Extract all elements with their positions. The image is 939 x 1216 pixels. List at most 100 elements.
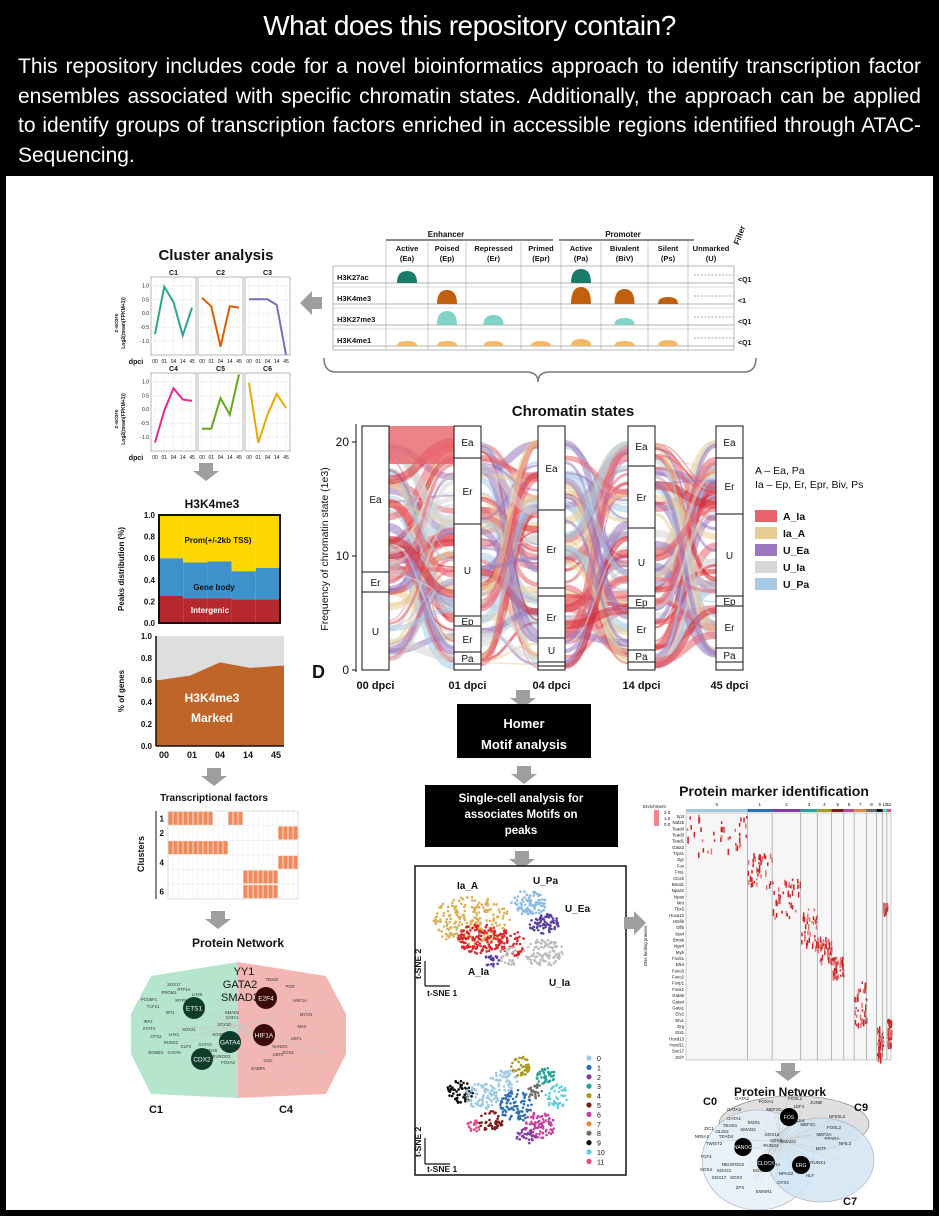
tsne-point xyxy=(552,919,555,922)
gene-label: Sox17 xyxy=(672,1049,685,1054)
signal-peak xyxy=(397,271,417,283)
threshold-label: <Q1 xyxy=(738,319,752,326)
tsne-point xyxy=(524,1063,528,1067)
heat-cell xyxy=(888,1022,890,1027)
heat-cell xyxy=(859,1014,862,1021)
tsne-point xyxy=(554,959,558,963)
column-label: 9 xyxy=(878,802,881,807)
y-axis-label: t-SNE 2 xyxy=(413,1127,423,1158)
legend-label: U_Pa xyxy=(783,579,809,591)
heat-cell xyxy=(878,1039,881,1043)
network-node: NEUROG2 xyxy=(722,1162,745,1167)
tsne-point xyxy=(527,1063,530,1066)
tsne-point xyxy=(489,939,493,942)
heat-cell xyxy=(888,1031,890,1038)
tsne-point xyxy=(495,903,498,906)
heat-cell xyxy=(758,854,761,861)
tsne-point xyxy=(532,891,536,894)
cluster-swatch xyxy=(586,1149,592,1155)
tsne-point xyxy=(482,1095,485,1098)
single-cell-background xyxy=(425,785,618,847)
heat-cell xyxy=(775,912,778,918)
state-label: U xyxy=(726,551,733,562)
tsne-point xyxy=(513,1104,516,1108)
heat-cell xyxy=(888,1025,891,1031)
tf-cell xyxy=(293,855,298,869)
tsne-point xyxy=(536,1072,540,1075)
heat-cell xyxy=(811,920,813,924)
tsne-point xyxy=(439,920,442,923)
column-label: Silent xyxy=(658,244,679,253)
tsne-point xyxy=(480,903,484,906)
flow xyxy=(564,440,629,541)
network-node: OLIG2 xyxy=(715,1129,729,1134)
tsne-point xyxy=(434,918,438,922)
heat-cell xyxy=(861,981,863,984)
heat-cell xyxy=(842,972,844,977)
tsne-point xyxy=(491,956,495,960)
tsne-point xyxy=(507,1074,510,1078)
tsne-point xyxy=(514,1069,518,1073)
bar-intergenic xyxy=(231,599,256,623)
tsne-point xyxy=(490,923,494,926)
heat-cell xyxy=(809,931,811,938)
tsne-point xyxy=(453,925,457,929)
tsne-point xyxy=(457,937,461,941)
y-tick: 0.8 xyxy=(141,654,153,663)
heat-cell xyxy=(830,958,832,965)
tsne-point xyxy=(504,1097,508,1101)
tsne-point xyxy=(507,1085,511,1088)
tsne-point xyxy=(552,1099,556,1103)
tsne-point xyxy=(473,1088,477,1091)
cluster-swatch xyxy=(586,1111,592,1117)
tsne-point xyxy=(516,895,520,898)
tsne-point xyxy=(492,917,495,920)
tf-cell xyxy=(173,841,178,855)
network-node: STAT4 xyxy=(143,1026,156,1031)
arrow-head xyxy=(509,859,535,869)
tsne-point xyxy=(555,923,559,926)
state-label: Ea xyxy=(635,442,648,453)
cluster-line xyxy=(249,298,287,356)
tsne-point xyxy=(496,1117,499,1120)
network-node: GATA3 xyxy=(727,1107,742,1112)
heat-cell xyxy=(808,937,811,943)
network-node: MITF xyxy=(816,1146,827,1151)
tsne-point xyxy=(516,931,520,934)
tsne-point xyxy=(516,1088,520,1092)
tsne-point xyxy=(448,920,452,924)
tsne-point xyxy=(520,1129,524,1132)
network-node: GATA3 xyxy=(198,1042,212,1047)
heat-cell xyxy=(702,848,705,853)
heat-cell xyxy=(756,882,758,887)
tsne-point xyxy=(502,927,506,930)
heat-cell xyxy=(807,923,810,931)
heat-cell xyxy=(829,951,832,956)
tsne-point xyxy=(556,956,559,959)
heat-cell xyxy=(828,938,830,945)
tsne-point xyxy=(526,1104,530,1107)
column-bar xyxy=(882,809,887,812)
legend-swatch xyxy=(755,578,777,590)
tf-cell xyxy=(268,870,273,884)
tsne-point xyxy=(460,930,463,933)
tsne-point xyxy=(495,1074,498,1077)
tsne-point xyxy=(486,899,489,902)
column-label: 8 xyxy=(870,802,873,807)
network-node: IRF4 xyxy=(143,1019,153,1024)
tsne-point xyxy=(485,923,489,927)
x-tick: 01 xyxy=(255,455,261,461)
heat-cell xyxy=(887,1032,890,1040)
network-edge xyxy=(780,1119,832,1142)
heat-cell xyxy=(855,997,857,1004)
tsne-point xyxy=(483,1083,486,1087)
tsne-point xyxy=(536,1135,540,1139)
x-tick: 04 xyxy=(265,359,271,365)
x-axis-label: dpci xyxy=(129,359,143,366)
tsne-point xyxy=(466,925,470,929)
tsne-point xyxy=(472,910,475,914)
heat-cell xyxy=(789,902,792,909)
tsne-point xyxy=(497,943,501,947)
tsne-point xyxy=(539,1115,542,1119)
